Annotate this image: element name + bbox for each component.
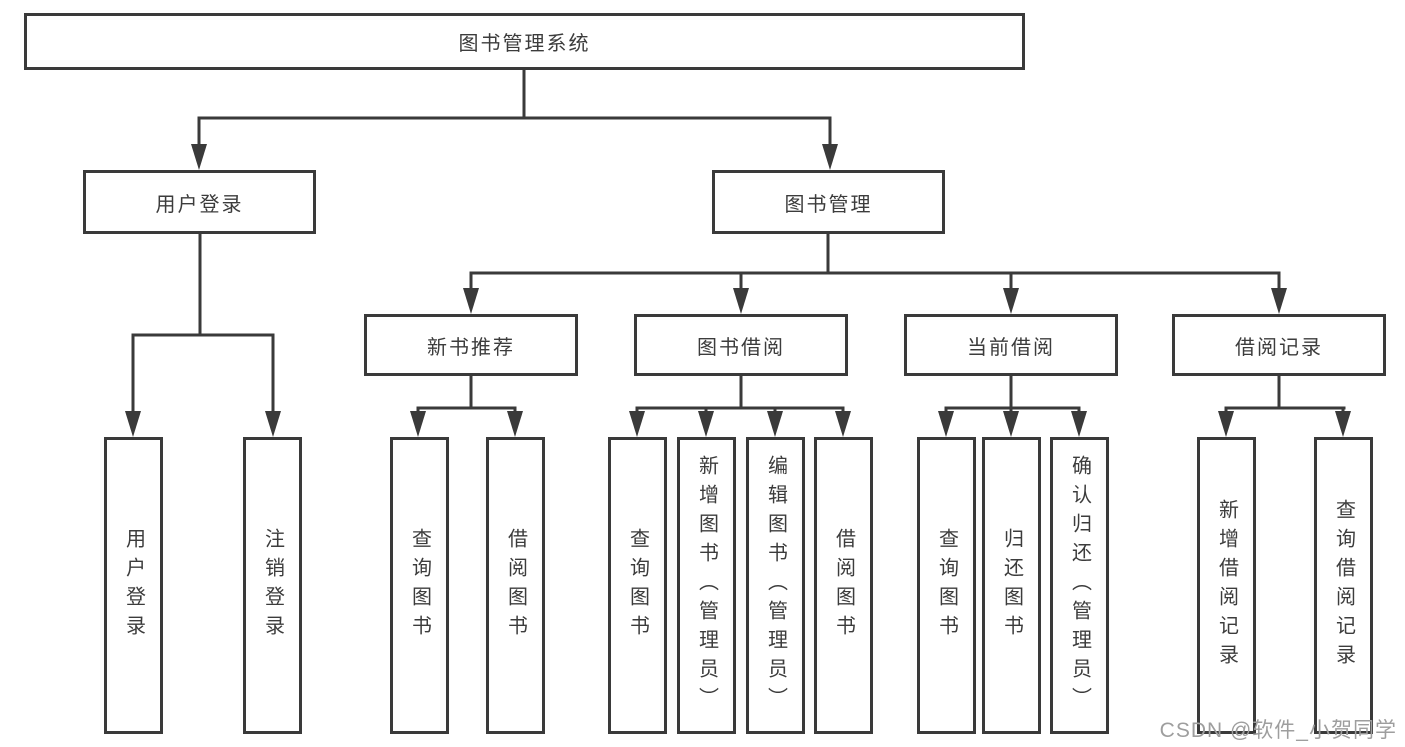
leaf-query-books-recommend: 查询图书 xyxy=(390,437,449,734)
connector-new-books-children xyxy=(410,376,523,437)
leaf-add-books-admin: 新增图书（管理员） xyxy=(677,437,736,734)
connector-borrowing-records-children xyxy=(1218,376,1351,437)
leaf-logout: 注销登录 xyxy=(243,437,302,734)
leaf-query-books-borrowing: 查询图书 xyxy=(608,437,667,734)
leaf-borrow-books: 借阅图书 xyxy=(814,437,873,734)
leaf-query-books-current: 查询图书 xyxy=(917,437,976,734)
leaf-confirm-return-admin: 确认归还（管理员） xyxy=(1050,437,1109,734)
node-library-management-system: 图书管理系统 xyxy=(24,13,1025,70)
leaf-add-borrow-record: 新增借阅记录 xyxy=(1197,437,1256,734)
csdn-watermark: CSDN @软件_小贺同学 xyxy=(1159,719,1397,742)
leaf-borrow-books-recommend: 借阅图书 xyxy=(486,437,545,734)
node-book-borrowing: 图书借阅 xyxy=(634,314,848,376)
leaf-return-books: 归还图书 xyxy=(982,437,1041,734)
leaf-query-borrow-record: 查询借阅记录 xyxy=(1314,437,1373,734)
node-current-borrowing: 当前借阅 xyxy=(904,314,1118,376)
node-borrowing-records: 借阅记录 xyxy=(1172,314,1386,376)
leaf-edit-books-admin: 编辑图书（管理员） xyxy=(746,437,805,734)
node-new-book-recommend: 新书推荐 xyxy=(364,314,578,376)
connector-current-borrowing-children xyxy=(938,376,1087,437)
connector-root-to-level1 xyxy=(191,69,838,170)
connector-book-borrowing-children xyxy=(629,376,851,437)
connector-user-login-children xyxy=(125,234,281,437)
node-user-login: 用户登录 xyxy=(83,170,316,234)
node-book-management: 图书管理 xyxy=(712,170,945,234)
leaf-user-login: 用户登录 xyxy=(104,437,163,734)
connector-book-mgmt-to-level2 xyxy=(463,234,1287,314)
